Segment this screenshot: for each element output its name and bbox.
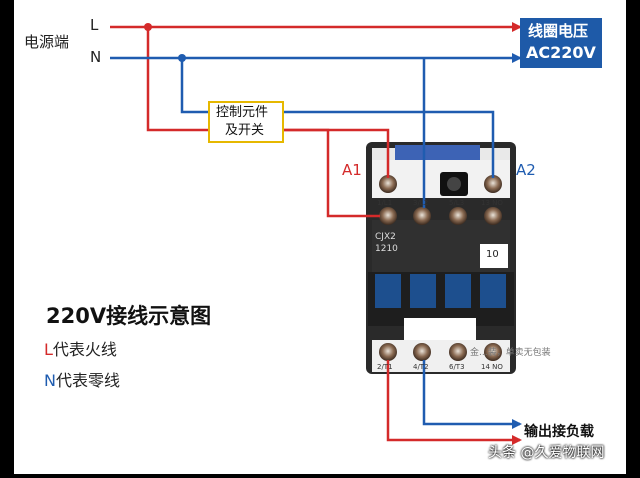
contactor-badge-box bbox=[480, 244, 508, 268]
legend-title: 220V接线示意图 bbox=[46, 304, 212, 328]
screw-1-l1 bbox=[379, 207, 397, 225]
power-source-label: 电源端 bbox=[24, 33, 70, 51]
terminal-a2-label: A2 bbox=[516, 161, 536, 179]
live-wires bbox=[110, 22, 522, 445]
coil-voltage-value: AC220V bbox=[526, 43, 596, 62]
control-switch-label: 及开关 bbox=[225, 123, 265, 138]
contactor-top-label bbox=[395, 145, 480, 161]
screw-coil-a1 bbox=[379, 175, 397, 193]
legend-neutral: N代表零线 bbox=[44, 373, 120, 389]
live-line-label: L bbox=[90, 16, 99, 34]
terminal-label-3: 3/L2 bbox=[413, 199, 429, 207]
screw-2-t1 bbox=[379, 343, 397, 361]
contactor-rating: 1210 bbox=[375, 244, 398, 254]
terminal-label-4: 4/T2 bbox=[413, 363, 429, 371]
panel-background bbox=[14, 0, 626, 474]
neutral-output bbox=[422, 360, 522, 429]
terminal-label-13: 13 NO bbox=[481, 199, 503, 207]
legend-neutral-letter: N bbox=[44, 371, 56, 390]
control-to-a1 bbox=[280, 128, 390, 178]
neutral-junction bbox=[178, 54, 186, 62]
coil-voltage-box bbox=[520, 18, 602, 68]
terminal-label-14: 14 NO bbox=[481, 363, 503, 371]
legend-live-letter: L bbox=[44, 340, 53, 359]
terminal-label-5: 5/L3 bbox=[449, 199, 465, 207]
neutral-line-label: N bbox=[90, 48, 102, 66]
control-element-label: 控制元件 bbox=[216, 105, 269, 120]
coil-voltage-title: 线圈电压 bbox=[528, 22, 589, 40]
live-output bbox=[386, 360, 522, 445]
contactor-body bbox=[366, 142, 516, 374]
terminal-a1-label: A1 bbox=[342, 161, 362, 179]
terminal-label-1: 1/L1 bbox=[377, 199, 393, 207]
contactor-model: CJX2 bbox=[375, 232, 396, 242]
screw-3-l2 bbox=[413, 207, 431, 225]
screw-14-no bbox=[484, 343, 502, 361]
packaging-note: 金...装，单卖无包装 bbox=[470, 348, 551, 358]
screw-coil-a2 bbox=[484, 175, 502, 193]
screw-13-no bbox=[484, 207, 502, 225]
neutral-to-control bbox=[180, 58, 210, 114]
control-switch-box bbox=[208, 101, 284, 143]
live-to-control bbox=[146, 27, 210, 132]
screw-4-t2 bbox=[413, 343, 431, 361]
legend-neutral-text: 代表零线 bbox=[55, 371, 120, 390]
live-junction bbox=[144, 23, 152, 31]
contactor-badge: 10 bbox=[486, 249, 499, 260]
legend-live-text: 代表火线 bbox=[52, 340, 117, 359]
source-credit: 头条 @久爱物联网 bbox=[488, 445, 605, 461]
output-load-label: 输出接负载 bbox=[524, 424, 594, 440]
screw-6-t3 bbox=[449, 343, 467, 361]
legend-live: L代表火线 bbox=[44, 342, 117, 358]
terminal-label-6: 6/T3 bbox=[449, 363, 465, 371]
terminal-label-2: 2/T1 bbox=[377, 363, 393, 371]
screw-5-l3 bbox=[449, 207, 467, 225]
neutral-to-a2 bbox=[282, 110, 495, 178]
